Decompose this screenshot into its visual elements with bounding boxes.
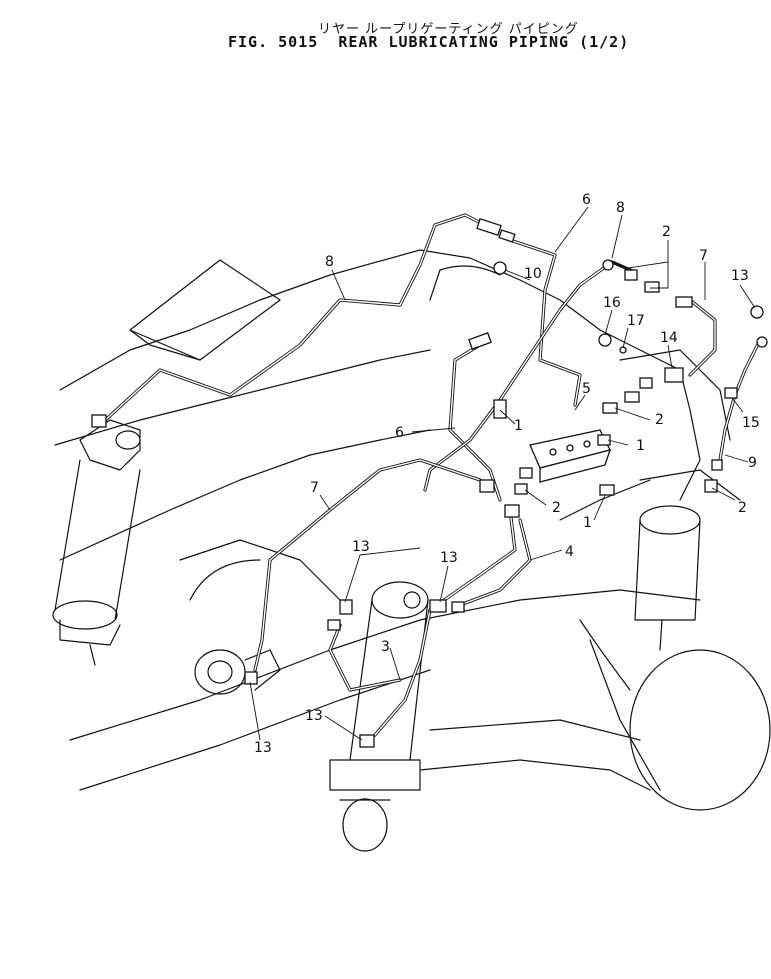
callout-2-mid-right: 2 [655, 412, 664, 428]
callout-5: 5 [582, 381, 591, 397]
callout-8-right: 7 [699, 248, 708, 264]
callout-14: 14 [660, 330, 678, 346]
fittings [91, 218, 768, 748]
distribution-block [529, 429, 611, 483]
callout-1-lower: 1 [583, 515, 592, 531]
callout-2-top: 2 [662, 224, 671, 240]
pipe-11 [718, 338, 762, 462]
callout-13-lower-mid: 13 [305, 708, 323, 724]
japanese-title: リヤー ループリゲーティング パイピング [318, 22, 579, 37]
callout-1-center: 1 [514, 418, 523, 434]
pipe-3 [373, 508, 517, 737]
leader-lines [249, 206, 756, 741]
pipe-4 [458, 518, 532, 607]
callout-10: 8 [325, 254, 334, 270]
pipe-10 [98, 213, 497, 427]
callout-7: 7 [310, 480, 319, 496]
left-strut-cylinder [52, 419, 141, 666]
callout-13-lower-left: 13 [254, 740, 272, 756]
callout-numbers: 6 8 2 7 13 8 10 16 17 14 5 1 6 2 15 1 9 … [254, 192, 760, 756]
pipe-8-right [688, 298, 717, 377]
callout-13-mid-left: 13 [352, 539, 370, 555]
callout-15: 15 [742, 415, 760, 431]
callout-8-upper: 6 [582, 192, 591, 208]
callout-6: 6 [395, 425, 404, 441]
figure-title: FIG. 5015 REAR LUBRICATING PIPING (1/2) [228, 33, 630, 51]
pipe-3b [328, 623, 402, 692]
callout-12: 10 [524, 266, 542, 282]
callout-9: 8 [616, 200, 625, 216]
callout-1-right: 1 [636, 438, 645, 454]
callout-13-top-right: 13 [731, 268, 749, 284]
left-lower-hub [194, 649, 281, 695]
callout-3: 3 [381, 639, 390, 655]
callout-13-mid-right: 13 [440, 550, 458, 566]
callout-11: 9 [748, 455, 757, 471]
frame-outline [54, 249, 771, 811]
callout-2-far-right: 2 [738, 500, 747, 516]
callout-2-center: 2 [552, 500, 561, 516]
pipe-6 [448, 343, 502, 502]
callout-16: 16 [603, 295, 621, 311]
pipe-8-left [508, 238, 582, 407]
right-strut-cylinder [634, 505, 701, 651]
callout-4: 4 [565, 544, 574, 560]
callout-17: 17 [627, 313, 645, 329]
middle-strut-cylinder [329, 581, 429, 852]
